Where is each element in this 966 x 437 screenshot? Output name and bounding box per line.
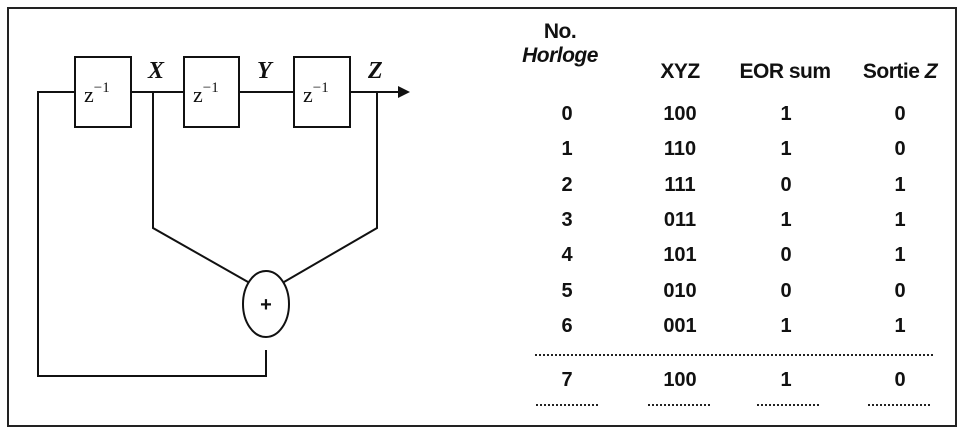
header-clock-line2: Horloge (522, 44, 598, 67)
clock-number-cell: 1 (561, 138, 573, 161)
header-output-var: Z (924, 60, 938, 83)
header-eor-sum: EOR sum (739, 60, 831, 83)
eor-sum-cell: 1 (780, 138, 792, 161)
header-xyz: XYZ (660, 60, 700, 83)
eor-sum-cell: 1 (780, 208, 792, 231)
header-output-prefix: Sortie (862, 60, 925, 83)
row-separator (535, 354, 933, 356)
delay-label-1: z−1 (84, 80, 110, 107)
delay-label-2: z−1 (193, 80, 219, 107)
xyz-state-cell: 100 (663, 369, 697, 391)
tap-z-wire (283, 92, 378, 283)
xyz-state-cell: 110 (663, 138, 697, 161)
eor-sum-cell: 0 (780, 279, 792, 302)
output-z-cell: 1 (894, 314, 906, 337)
clock-number-cell: 7 (561, 369, 573, 391)
underline-col-4 (868, 404, 930, 406)
output-z-cell: 1 (894, 173, 906, 196)
output-z-cell: 0 (894, 369, 906, 391)
output-arrow (398, 86, 410, 98)
tap-x-wire (152, 92, 249, 283)
eor-sum-cell: 0 (780, 244, 792, 267)
clock-number-cell: 4 (561, 244, 573, 267)
figure-frame (7, 7, 957, 427)
clock-number-cell: 6 (561, 314, 573, 337)
eor-sum-cell: 1 (780, 103, 792, 125)
delay-label-3: z−1 (303, 80, 329, 107)
adder-symbol: + (260, 294, 272, 316)
signal-label-y: Y (257, 58, 274, 84)
output-z-cell: 0 (894, 103, 906, 125)
signal-label-z: Z (367, 58, 383, 84)
output-z-cell: 0 (894, 138, 906, 161)
header-clock-number: No. Horloge (510, 20, 610, 68)
underline-col-1 (536, 404, 598, 406)
eor-sum-cell: 0 (780, 173, 792, 196)
underline-col-2 (648, 404, 710, 406)
header-output-z: Sortie Z (845, 60, 955, 84)
header-clock-line1: No. (543, 20, 577, 43)
xyz-state-cell: 011 (663, 208, 697, 231)
xyz-state-cell: 001 (663, 314, 697, 337)
xyz-state-cell: 100 (663, 103, 697, 125)
clock-number-cell: 2 (561, 173, 573, 196)
delay-block-3 (293, 56, 351, 128)
underline-col-3 (757, 404, 819, 406)
feedback-wire (37, 91, 267, 377)
xyz-state-cell: 010 (663, 279, 697, 302)
clock-number-cell: 5 (561, 279, 573, 302)
output-z-cell: 1 (894, 208, 906, 231)
clock-number-cell: 0 (561, 103, 573, 125)
signal-label-x: X (147, 58, 165, 84)
clock-number-cell: 3 (561, 208, 573, 231)
output-z-cell: 1 (894, 244, 906, 267)
xyz-state-cell: 111 (664, 173, 696, 196)
eor-sum-cell: 1 (780, 369, 792, 391)
xor-adder (242, 270, 290, 338)
eor-sum-cell: 1 (780, 314, 792, 337)
delay-block-1 (74, 56, 132, 128)
xyz-state-cell: 101 (663, 244, 697, 267)
delay-block-2 (183, 56, 240, 128)
output-z-cell: 0 (894, 279, 906, 302)
